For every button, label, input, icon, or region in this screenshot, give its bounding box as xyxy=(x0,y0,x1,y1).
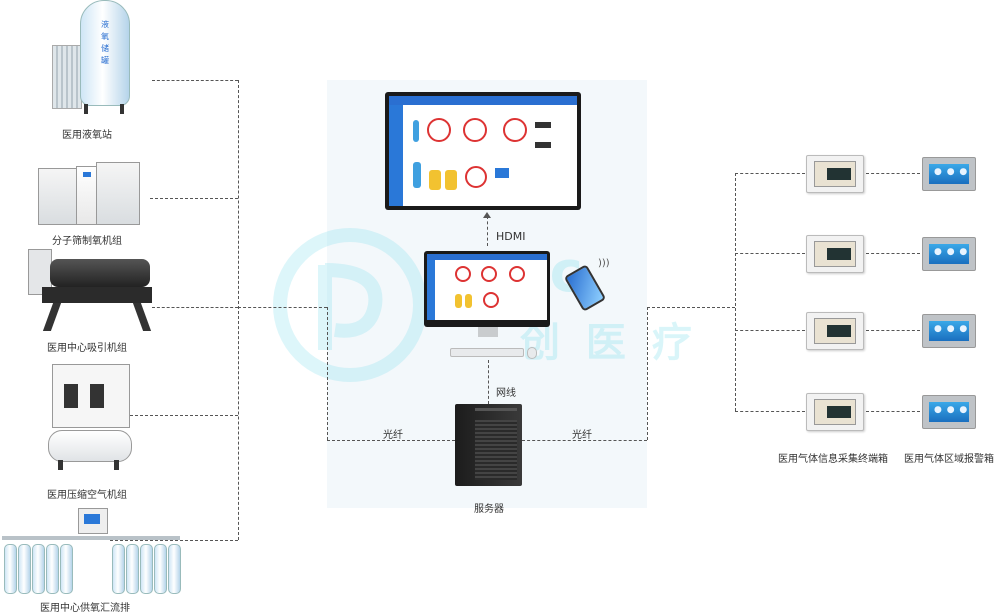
area-alarm-box-icon xyxy=(922,157,976,191)
alarms-column-label: 医用气体区域报警箱 xyxy=(904,454,994,465)
wireless-signal-icon: ))) xyxy=(598,258,610,269)
server-tower-icon xyxy=(455,404,522,486)
compressed-air-unit-icon xyxy=(48,364,132,476)
arrow-up-icon xyxy=(483,212,491,218)
source-label-liquid-oxygen: 医用液氧站 xyxy=(62,130,112,141)
source-label-molecular-sieve: 分子筛制氧机组 xyxy=(52,236,122,247)
collector-terminal-box-icon xyxy=(806,235,864,273)
collectors-column-label: 医用气体信息采集终端箱 xyxy=(778,454,888,465)
fiber-label-left: 光纤 xyxy=(383,430,403,441)
tank-text: 液氧储罐 xyxy=(101,20,109,65)
source-label-compressed-air: 医用压缩空气机组 xyxy=(47,490,127,501)
hdmi-link xyxy=(487,216,489,246)
liquid-oxygen-tank-icon: 液氧储罐 xyxy=(80,0,130,106)
source-label-suction: 医用中心吸引机组 xyxy=(47,343,127,354)
area-alarm-box-icon xyxy=(922,237,976,271)
desktop-monitor xyxy=(424,251,550,327)
area-alarm-box-icon xyxy=(922,314,976,348)
collector-terminal-box-icon xyxy=(806,393,864,431)
vaporizer-icon xyxy=(52,45,82,109)
network-cable-label: 网线 xyxy=(496,388,516,399)
source-label-manifold: 医用中心供氧汇流排 xyxy=(40,603,130,614)
keyboard-icon xyxy=(450,348,524,357)
molecular-sieve-oxygen-unit-icon xyxy=(38,162,140,225)
monitoring-screen xyxy=(389,96,577,206)
oxygen-manifold-icon xyxy=(0,508,185,594)
server-label: 服务器 xyxy=(474,504,504,515)
hdmi-label: HDMI xyxy=(496,230,526,243)
central-suction-unit-icon xyxy=(28,245,152,333)
collector-terminal-box-icon xyxy=(806,312,864,350)
mouse-icon xyxy=(527,347,537,359)
collector-terminal-box-icon xyxy=(806,155,864,193)
monitor-stand xyxy=(478,327,498,337)
large-display-monitor xyxy=(385,92,581,210)
area-alarm-box-icon xyxy=(922,395,976,429)
liquid-oxygen-station: 液氧储罐 xyxy=(50,0,150,120)
fiber-label-right: 光纤 xyxy=(572,430,592,441)
